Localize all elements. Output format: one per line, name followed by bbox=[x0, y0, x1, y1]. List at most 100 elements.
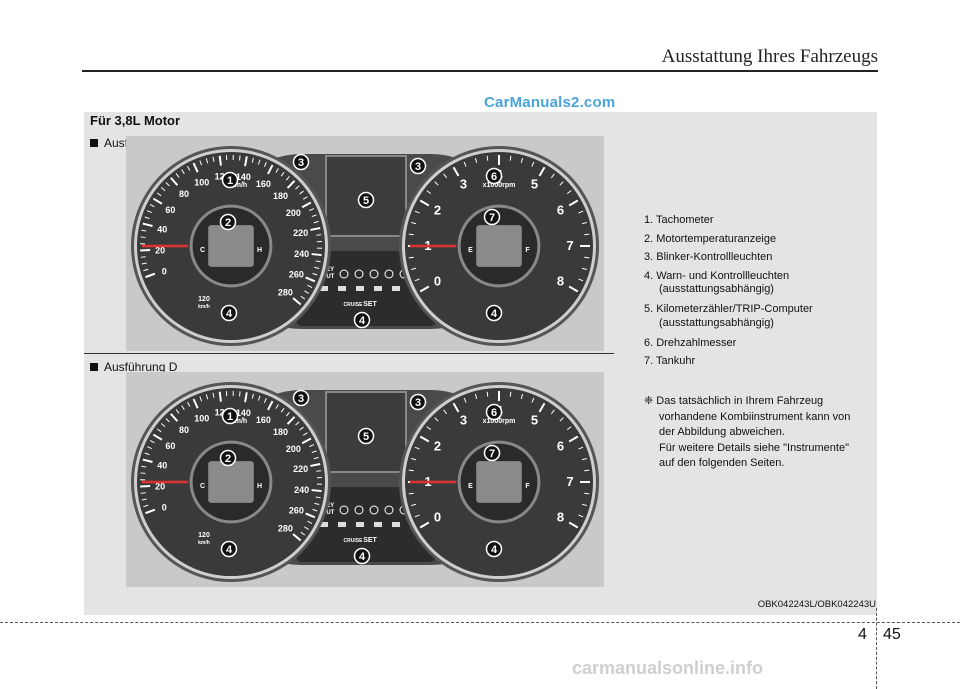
callout-circle bbox=[292, 389, 310, 407]
dial-tick-label: 2 bbox=[434, 203, 441, 218]
callout-circle bbox=[485, 304, 503, 322]
legend-item-7: 7. Tankuhr bbox=[644, 355, 696, 367]
dial-tick-label: 160 bbox=[256, 415, 271, 425]
callout-circle bbox=[485, 403, 503, 421]
figure-ref-code: OBK042243L/OBK042243U bbox=[757, 599, 876, 610]
dial-tick bbox=[257, 395, 261, 401]
dial-tick bbox=[531, 397, 535, 403]
dial-tick bbox=[559, 181, 564, 186]
note-line: vorhandene Kombiinstrument kann von bbox=[659, 410, 851, 423]
dial-tick bbox=[434, 417, 439, 422]
callout-badge: 6 bbox=[485, 403, 503, 421]
dial-tick bbox=[452, 166, 460, 177]
dial-tick bbox=[140, 492, 146, 494]
dial-tick-label: 280 bbox=[278, 524, 293, 534]
key-label-2: OUT bbox=[322, 510, 335, 516]
dial-tick-label: 60 bbox=[165, 205, 175, 215]
dial-tick-label: 2 bbox=[434, 439, 441, 454]
dial-tick bbox=[419, 435, 430, 443]
dial-tick bbox=[531, 161, 535, 167]
warning-lamp bbox=[356, 522, 364, 527]
callout-badge: 3 bbox=[292, 389, 310, 407]
cruise-label: CRUISE bbox=[344, 538, 364, 544]
dial-tick bbox=[141, 498, 147, 501]
dial-tick-label: 8 bbox=[557, 274, 564, 289]
warning-lamp bbox=[392, 522, 400, 527]
dial-tick bbox=[263, 397, 267, 403]
callout-badge: 3 bbox=[292, 153, 310, 171]
legend-item-3: 3. Blinker-Kontrollleuchten bbox=[644, 251, 773, 263]
dial-tick bbox=[280, 171, 285, 177]
dial-tick bbox=[301, 437, 312, 445]
dial-tick bbox=[142, 458, 153, 463]
dial-tick bbox=[419, 521, 430, 529]
cluster-svg: KEYOUTCRUISESET0204060801001201401601802… bbox=[126, 136, 604, 351]
dial-tick bbox=[414, 514, 420, 518]
section-title: Für 3,8L Motor bbox=[90, 113, 181, 128]
dial-tick bbox=[300, 295, 306, 300]
dial-tick bbox=[581, 267, 588, 271]
dial-tick bbox=[267, 400, 274, 411]
dial-tick-label: 5 bbox=[531, 413, 538, 428]
dial-tick bbox=[205, 158, 209, 164]
dial-tick bbox=[305, 276, 316, 283]
dial-tick bbox=[305, 512, 316, 519]
warning-lamp bbox=[339, 269, 349, 279]
dial-tick-label: 180 bbox=[273, 191, 288, 201]
dial-tick bbox=[146, 446, 152, 450]
callout-badge: 7 bbox=[483, 444, 501, 462]
dial-tick bbox=[160, 423, 166, 428]
callout-badge: 4 bbox=[485, 304, 503, 322]
dial-tick bbox=[309, 208, 315, 212]
dial-tick-label: 80 bbox=[179, 189, 189, 199]
dial-tick bbox=[314, 266, 320, 269]
inner-lcd bbox=[208, 225, 254, 267]
inner-lcd bbox=[476, 225, 522, 267]
callout-number: 4 bbox=[359, 551, 366, 563]
set-label: SET bbox=[363, 537, 377, 544]
dial-tick bbox=[165, 182, 170, 187]
dial-tick bbox=[175, 173, 180, 178]
dial-tick-label: 200 bbox=[286, 208, 301, 218]
dial-tick bbox=[263, 161, 267, 167]
dial-tick-label: 20 bbox=[155, 482, 165, 492]
callout-circle bbox=[409, 393, 427, 411]
dial-tick bbox=[292, 297, 302, 306]
dial-tick bbox=[143, 504, 149, 508]
dial-tick bbox=[251, 157, 254, 163]
callout-number: 3 bbox=[298, 393, 304, 405]
dial-tick bbox=[212, 156, 215, 162]
dial-tick bbox=[419, 199, 430, 207]
callout-circle bbox=[220, 540, 238, 558]
dial-tick-label: 60 bbox=[165, 441, 175, 451]
dial-tick bbox=[311, 253, 322, 257]
dial-tick bbox=[463, 397, 467, 403]
dial-tick-label: 120 bbox=[215, 172, 230, 182]
dial-tick bbox=[181, 405, 185, 411]
dial-tick bbox=[160, 187, 166, 192]
warning-lamp bbox=[384, 269, 394, 279]
dial-tick bbox=[218, 391, 222, 402]
dial-tick bbox=[142, 222, 153, 227]
cluster-svg: KEYOUTCRUISESET0204060801001201401601802… bbox=[126, 372, 604, 587]
note-line: der Abbildung abweichen. bbox=[659, 426, 785, 438]
dial-tick bbox=[410, 457, 417, 461]
dial-tick bbox=[410, 267, 417, 271]
dial-tick bbox=[452, 402, 460, 413]
dial-tick bbox=[312, 508, 318, 512]
callout-badge: 2 bbox=[219, 449, 237, 467]
dial-tick-label: 180 bbox=[273, 427, 288, 437]
dial-tick bbox=[286, 180, 296, 189]
dial-tick bbox=[584, 492, 590, 495]
callout-badge: 2 bbox=[219, 213, 237, 231]
dial-tick-label: 220 bbox=[293, 228, 308, 238]
callout-badge: 3 bbox=[409, 157, 427, 175]
small-speed-label: 120 bbox=[198, 532, 210, 539]
warning-lamp bbox=[369, 505, 379, 515]
cluster-variant-c: KEYOUTCRUISESET0204060801001201401601802… bbox=[126, 136, 604, 351]
callout-number: 3 bbox=[415, 161, 421, 173]
dial-tick bbox=[192, 398, 199, 409]
callout-number: 6 bbox=[491, 407, 497, 419]
callout-number: 3 bbox=[415, 397, 421, 409]
callout-circle bbox=[357, 191, 375, 209]
